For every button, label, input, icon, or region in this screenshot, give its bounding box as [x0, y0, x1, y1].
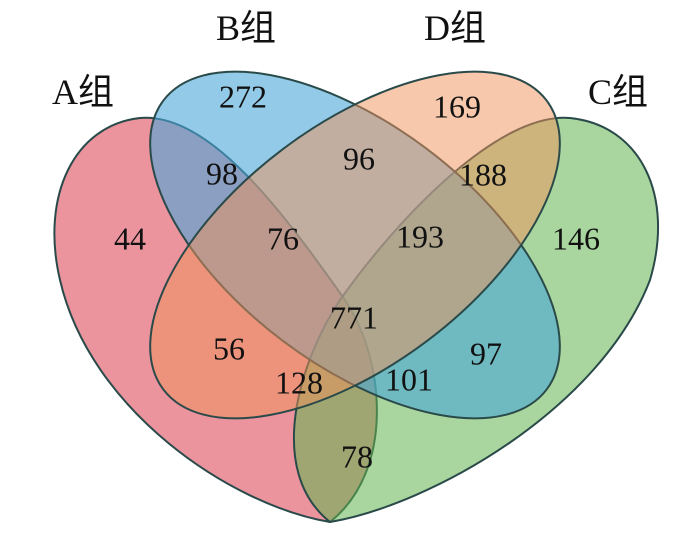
- set-d-shape: [149, 70, 561, 420]
- region-count-b-c: 97: [470, 335, 502, 371]
- region-count-b-c-d: 193: [396, 218, 444, 254]
- region-counts: 44 272 169 146 98 96 188 76 193 771 56 9…: [114, 78, 600, 474]
- region-count-a-d: 56: [213, 330, 245, 366]
- region-count-a-b-d: 76: [267, 220, 299, 256]
- region-count-b-d: 96: [343, 140, 375, 176]
- region-count-c-only: 146: [552, 220, 600, 256]
- region-count-b-only: 272: [219, 78, 267, 114]
- region-count-d-only: 169: [433, 88, 481, 124]
- region-count-a-b-c-d: 771: [330, 299, 378, 335]
- set-d-label: D组: [424, 8, 486, 48]
- region-count-a-b-c: 101: [385, 361, 433, 397]
- set-a-label: A组: [52, 72, 114, 112]
- region-count-a-c-d: 128: [275, 364, 323, 400]
- set-b-label: B组: [216, 8, 276, 48]
- region-count-a-only: 44: [114, 220, 146, 256]
- set-labels: A组 B组 D组 C组: [52, 8, 648, 112]
- set-c-label: C组: [588, 72, 648, 112]
- region-count-a-c: 78: [341, 438, 373, 474]
- region-count-a-b: 98: [206, 155, 238, 191]
- venn-shapes: [53, 70, 659, 524]
- region-count-c-d: 188: [459, 156, 507, 192]
